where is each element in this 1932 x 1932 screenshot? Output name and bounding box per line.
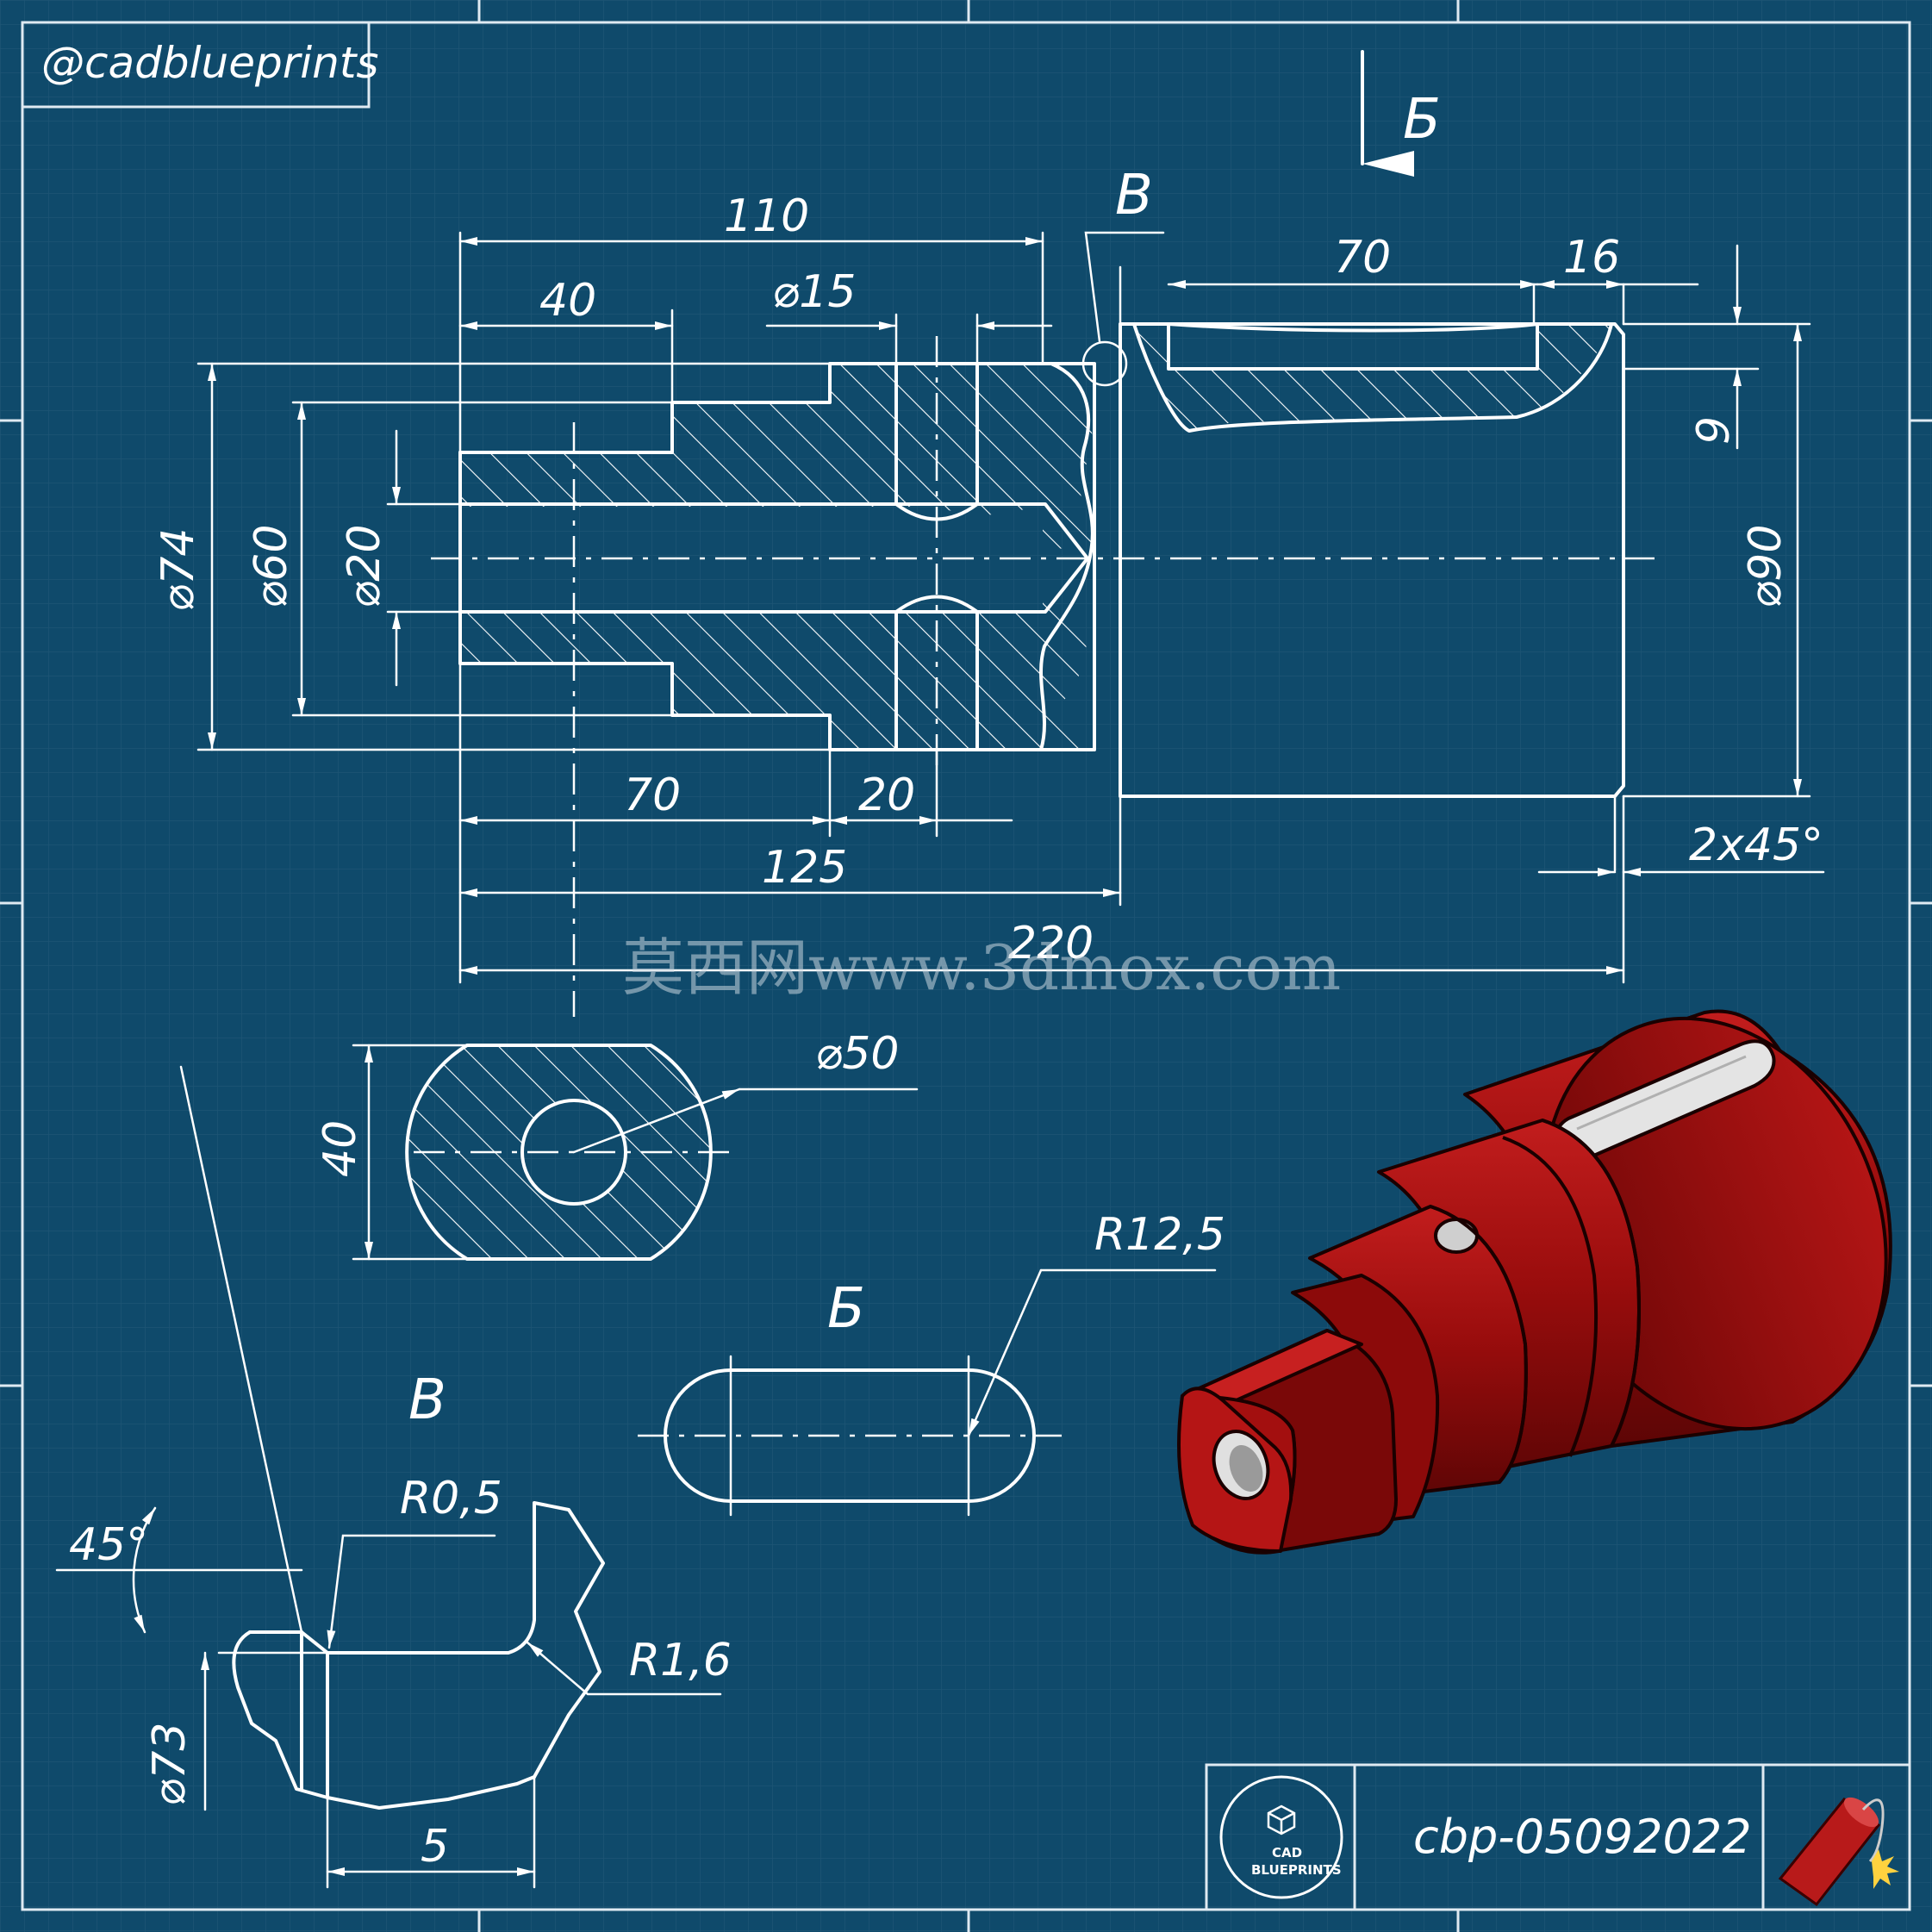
view-arrow-label-b: Б — [1403, 88, 1441, 152]
cad-blueprints-logo: CAD BLUEPRINTS — [1219, 1775, 1343, 1899]
handle-box: @cadblueprints — [21, 21, 378, 109]
dim-70-slot: 70 — [1334, 232, 1391, 284]
view-title-b: Б — [827, 1277, 865, 1341]
dim-r12-5: R12,5 — [1094, 1209, 1225, 1261]
dim-dia50: ⌀50 — [815, 1028, 899, 1080]
dim-dia73: ⌀73 — [144, 1723, 196, 1806]
isometric-part-render — [1177, 1009, 1892, 1555]
detail-label-v: В — [1115, 164, 1153, 227]
dynamite-icon — [1778, 1797, 1899, 1907]
cross-section: 40 ⌀50 — [315, 1028, 919, 1261]
detail-title-v: В — [408, 1368, 446, 1432]
dim-110: 110 — [724, 190, 809, 242]
watermark-text: 莫西网www.3dmox.com — [622, 932, 1341, 1004]
dim-5: 5 — [421, 1821, 449, 1873]
dim-40: 40 — [539, 275, 596, 327]
dim-r0-5: R0,5 — [400, 1473, 502, 1524]
dim-dia20: ⌀20 — [339, 525, 390, 608]
main-section-view — [431, 231, 1655, 1017]
dim-220: 220 — [1008, 918, 1094, 969]
logo-line-2: BLUEPRINTS — [1251, 1862, 1342, 1878]
dim-125: 125 — [762, 842, 847, 894]
dim-70-bottom: 70 — [624, 770, 681, 821]
dim-dia74: ⌀74 — [153, 528, 204, 612]
drawing-code: cbp-05092022 — [1413, 1810, 1752, 1864]
title-block: CAD BLUEPRINTS cbp-05092022 — [1205, 1763, 1911, 1911]
logo-line-1: CAD — [1272, 1845, 1302, 1860]
dim-dia90: ⌀90 — [1740, 525, 1792, 608]
cube-icon — [1267, 1804, 1296, 1835]
dim-r1-6: R1,6 — [629, 1635, 732, 1686]
dim-dia15: ⌀15 — [772, 266, 856, 318]
main-dimensions: 110 40 ⌀15 ⌀74 ⌀60 ⌀20 70 16 9 ⌀90 70 — [153, 50, 1825, 984]
dim-depth-9: 9 — [1688, 416, 1740, 445]
dim-chamfer: 2x45° — [1689, 820, 1823, 871]
slot-view-b: Б R12,5 — [638, 1209, 1225, 1517]
dim-20: 20 — [858, 770, 915, 821]
dim-angle-45: 45° — [69, 1519, 148, 1571]
handle-text: @cadblueprints — [41, 38, 378, 88]
dim-dia60: ⌀60 — [246, 525, 297, 608]
dim-16: 16 — [1563, 232, 1620, 284]
dim-width-40: 40 — [315, 1120, 366, 1177]
detail-v: В 45° R0,5 R1,6 ⌀73 5 — [55, 1065, 732, 1889]
